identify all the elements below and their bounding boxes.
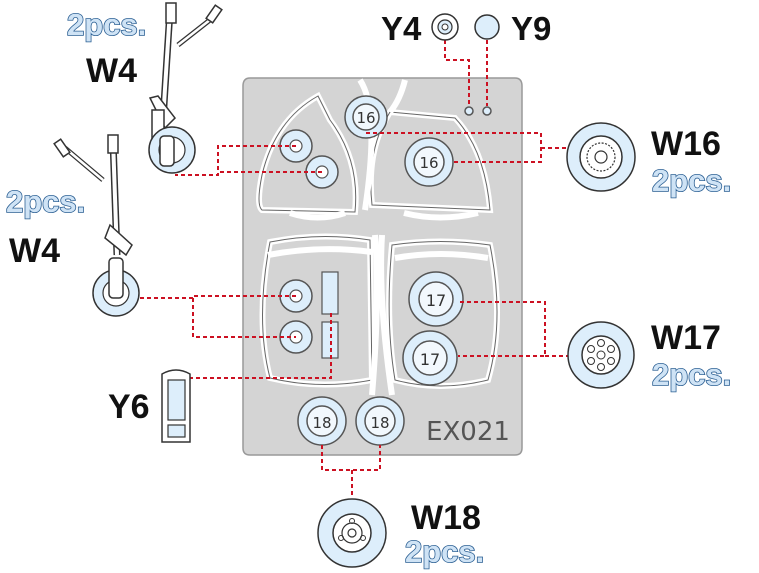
landing-gear-w4-top	[148, 2, 223, 174]
mask-18-left: 18	[297, 396, 347, 446]
landing-gear-w4-left	[53, 134, 140, 317]
part-y4	[431, 13, 459, 41]
qty-label: 2pcs.	[405, 534, 484, 569]
mask-y4	[464, 106, 474, 116]
mask-17-upper: 17	[408, 271, 464, 327]
code-label: Y9	[511, 10, 551, 47]
code-label: W18	[411, 499, 481, 537]
mask-number: 18	[312, 414, 331, 432]
wheel-w17	[567, 321, 635, 389]
mask-16-right: 16	[404, 137, 454, 187]
mask-17-lower: 17	[402, 330, 458, 386]
mask-number: 17	[426, 291, 446, 310]
wheel-w16	[566, 122, 636, 192]
mask-y9	[482, 106, 492, 116]
qty-label: 2pcs.	[6, 184, 85, 219]
leader-lines	[137, 33, 578, 495]
code-label: W4	[9, 232, 60, 270]
mask-number: 18	[370, 414, 389, 432]
code-label: W4	[86, 52, 137, 90]
mask-number: 17	[420, 350, 440, 369]
part-y9	[474, 14, 500, 40]
qty-label: 2pcs.	[67, 7, 146, 42]
mask-16-top: 16	[344, 95, 388, 139]
mask-y6-strips	[321, 271, 339, 359]
code-label: Y4	[381, 10, 422, 47]
mask-sheet: 16 16 17 17 18 18 EX021	[242, 77, 523, 456]
sheet-code: EX021	[426, 417, 510, 447]
code-label: W16	[651, 125, 721, 163]
mask-number: 16	[419, 154, 438, 172]
mask-18-right: 18	[355, 396, 405, 446]
part-y6	[161, 369, 191, 443]
code-label: Y6	[108, 388, 150, 426]
qty-label: 2pcs.	[652, 357, 731, 392]
mask-number: 16	[356, 109, 375, 127]
qty-label: 2pcs.	[652, 163, 731, 198]
code-label: W17	[651, 319, 721, 357]
canopy-cut-lines	[256, 78, 500, 396]
wheel-w18	[317, 498, 387, 568]
